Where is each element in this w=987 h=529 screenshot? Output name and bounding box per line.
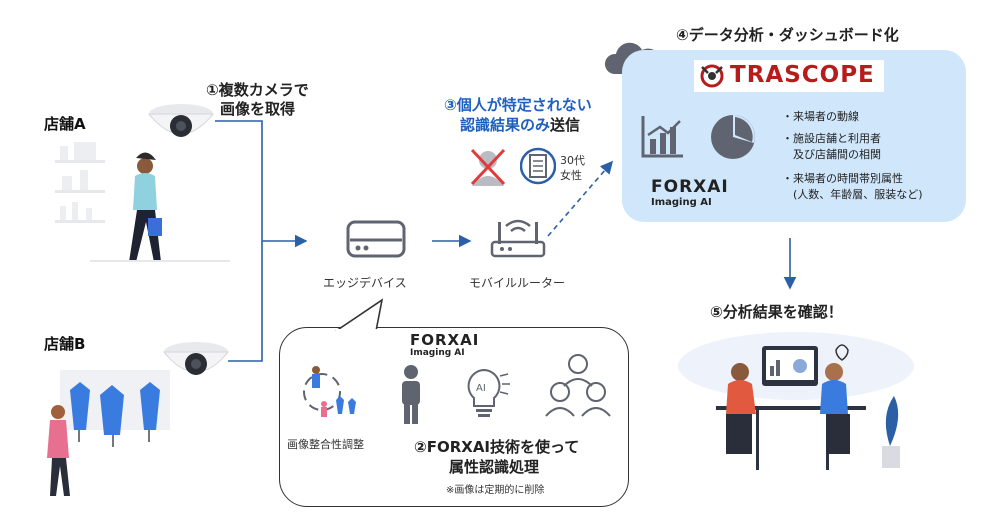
person-icon — [402, 365, 420, 424]
panel-bullet: 及び店舗間の相関 — [782, 148, 881, 161]
step2-title-line2: 属性認識処理 — [449, 458, 540, 476]
ai-bulb-icon: AI — [467, 368, 510, 417]
step3-suffix: 送信 — [550, 116, 581, 134]
review-illustration — [678, 332, 914, 470]
step3-title-line2: 認識結果のみ送信 — [460, 114, 580, 135]
pie-chart-icon — [711, 115, 755, 159]
trascope-logo-text: TRASCOPE — [730, 62, 875, 88]
doc-label-line2: 女性 — [560, 169, 582, 182]
router-to-cloud-arrow — [547, 160, 614, 237]
step1-title-line2: 画像を取得 — [220, 100, 296, 118]
edge-device-icon — [346, 220, 406, 258]
step2-title-line1: ②FORXAI技術を使って — [414, 438, 580, 456]
panel-forxai-logo: FORXAI — [651, 177, 729, 197]
processing-callout — [279, 327, 629, 507]
callout-pointer — [335, 298, 384, 333]
trascope-mark-icon — [700, 64, 724, 88]
crossed-person-icon — [470, 148, 506, 186]
deletion-note: ※画像は定期的に削除 — [446, 485, 545, 496]
step1-title-line1: ①複数カメラで — [206, 81, 309, 99]
camera-a-line — [215, 120, 263, 241]
step5-title: ⑤分析結果を確認！ — [710, 303, 843, 321]
panel-bullet-list: ・来場者の動線 ・施設店舗と利用者 及び店舗間の相関 ・来場者の時間帯別属性 (… — [782, 109, 923, 203]
step3-title-line1: ③個人が特定されない — [444, 96, 592, 114]
image-adjust-label: 画像整合性調整 — [287, 438, 364, 451]
edge-device-label: エッジデバイス — [323, 276, 407, 290]
panel-bullet: ・来場者の動線 — [782, 110, 859, 123]
trascope-logo: TRASCOPE — [694, 60, 884, 92]
store-a-illustration — [55, 142, 230, 262]
store-b-illustration — [47, 370, 170, 496]
bar-chart-icon — [641, 116, 683, 158]
document-icon — [520, 147, 556, 185]
panel-bullet: (人数、年齢層、服装など) — [782, 188, 923, 201]
store-a-label: 店舗A — [44, 115, 86, 133]
router-icon — [490, 219, 546, 258]
camera-icon — [147, 104, 215, 137]
callout-imaging-ai: Imaging AI — [410, 348, 465, 358]
svg-text:AI: AI — [476, 383, 486, 394]
panel-imaging-ai: Imaging AI — [651, 197, 712, 208]
image-adjust-illustration — [303, 366, 356, 417]
panel-bullet: ・来場者の時間帯別属性 — [782, 172, 903, 185]
users-icon — [545, 354, 611, 417]
router-label: モバイルルーター — [469, 276, 566, 290]
camera-b-line — [228, 241, 263, 362]
panel-bullet: ・施設店舗と利用者 — [782, 132, 881, 145]
doc-label-line1: 30代 — [560, 154, 585, 167]
camera-icon — [162, 342, 230, 375]
step4-title: ④データ分析・ダッシュボード化 — [676, 26, 899, 44]
step3-highlight: 認識結果のみ — [460, 116, 551, 134]
store-b-label: 店舗B — [44, 335, 86, 353]
callout-forxai-logo: FORXAI — [410, 331, 480, 349]
